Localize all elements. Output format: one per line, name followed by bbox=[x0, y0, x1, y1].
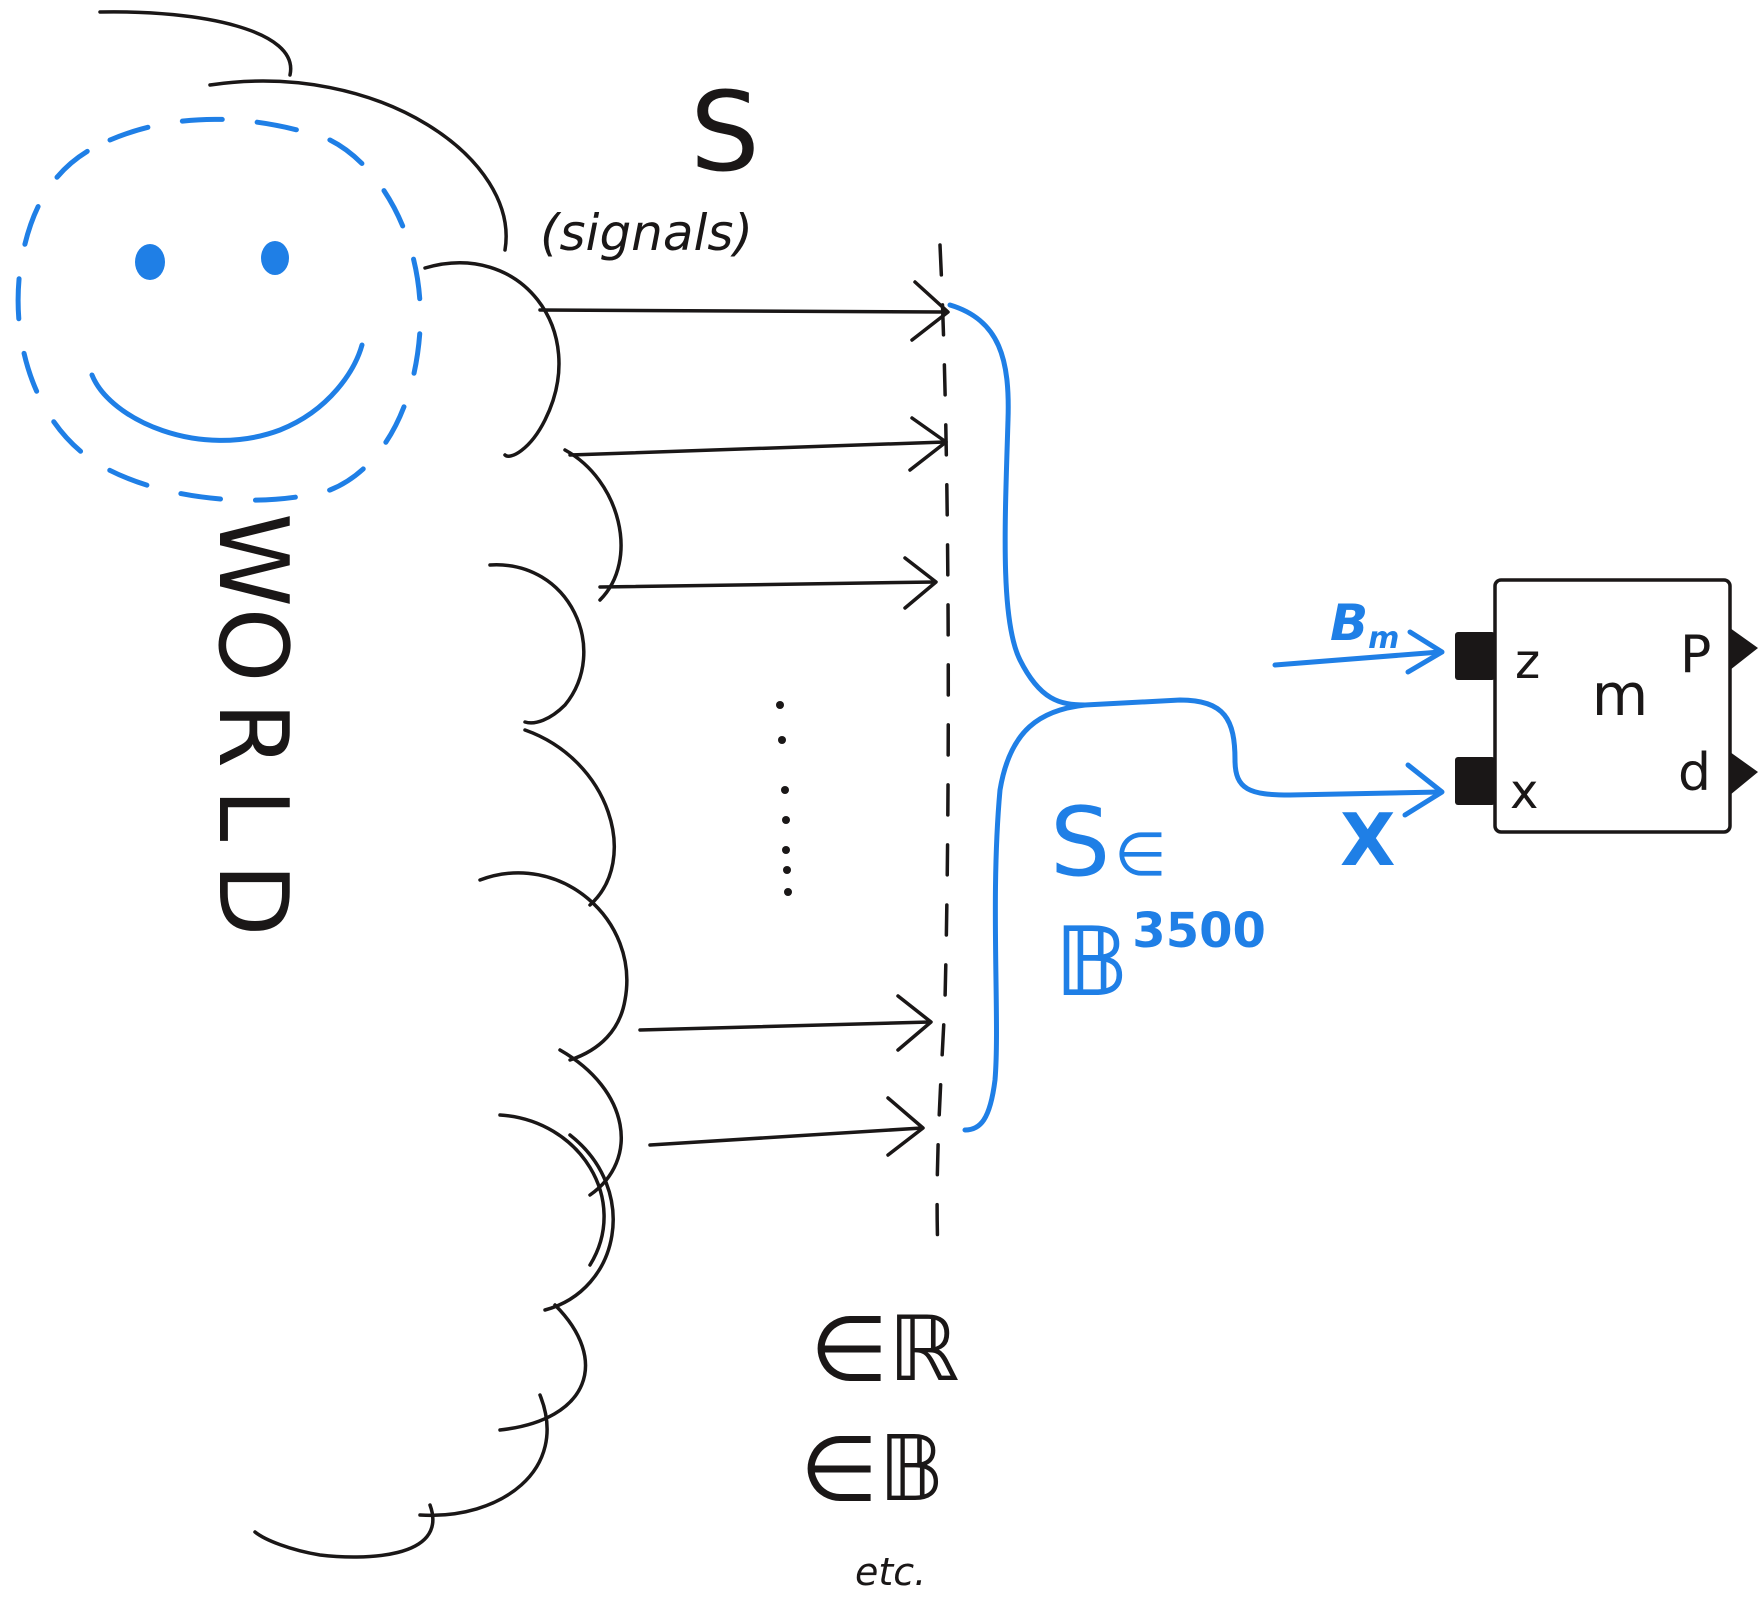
port-d-connector bbox=[1730, 752, 1758, 795]
x-input-label: X bbox=[1340, 798, 1396, 882]
selection-set-label: S∈ bbox=[1050, 788, 1167, 898]
left-eye-icon bbox=[135, 244, 165, 280]
port-p-connector bbox=[1730, 628, 1758, 670]
world-letter-l: L bbox=[197, 789, 307, 842]
signal-arrow bbox=[648, 1096, 925, 1157]
selection-brace-lower bbox=[962, 702, 1088, 1133]
world-cloud bbox=[98, 10, 629, 1559]
port-z-connector bbox=[1455, 632, 1495, 680]
world-letter-d: D bbox=[197, 863, 307, 936]
model-box: m z x P d bbox=[1455, 578, 1758, 834]
selection-to-x-arrow bbox=[1082, 697, 1443, 798]
world-letter-r: R bbox=[197, 702, 307, 768]
port-d-label: d bbox=[1678, 743, 1711, 803]
membership-booleans: ∈𝔹 bbox=[800, 1417, 944, 1522]
signals-title: S bbox=[690, 68, 760, 196]
port-x-connector bbox=[1455, 757, 1495, 805]
world-letter-w: W bbox=[197, 513, 307, 607]
world-label: W O R L D bbox=[197, 513, 307, 937]
signal-arrow bbox=[638, 994, 933, 1052]
selection-space-label: 𝔹3500 bbox=[1055, 903, 1266, 1018]
model-name: m bbox=[1592, 661, 1649, 729]
port-x-label: x bbox=[1510, 764, 1538, 820]
signal-arrow bbox=[598, 556, 938, 610]
signals-subtitle: (signals) bbox=[540, 204, 753, 262]
world-letter-o: O bbox=[197, 608, 307, 683]
port-p-label: P bbox=[1680, 625, 1711, 685]
right-eye-icon bbox=[261, 241, 289, 275]
membership-reals: ∈ℝ bbox=[810, 1297, 960, 1402]
signal-arrow bbox=[538, 280, 950, 342]
bm-label: Bm bbox=[1330, 594, 1399, 656]
vertical-ellipsis-icon bbox=[776, 701, 792, 896]
membership-etc: etc. bbox=[855, 1550, 926, 1594]
bm-input-arrow bbox=[1272, 649, 1443, 668]
smiley-face-icon bbox=[15, 116, 423, 503]
selection-brace bbox=[947, 302, 1088, 708]
smile-icon bbox=[89, 342, 365, 443]
signal-boundary-dashed-line bbox=[935, 243, 951, 1257]
port-z-label: z bbox=[1515, 634, 1540, 690]
signal-arrows bbox=[538, 280, 950, 1157]
signal-arrow bbox=[568, 416, 948, 472]
